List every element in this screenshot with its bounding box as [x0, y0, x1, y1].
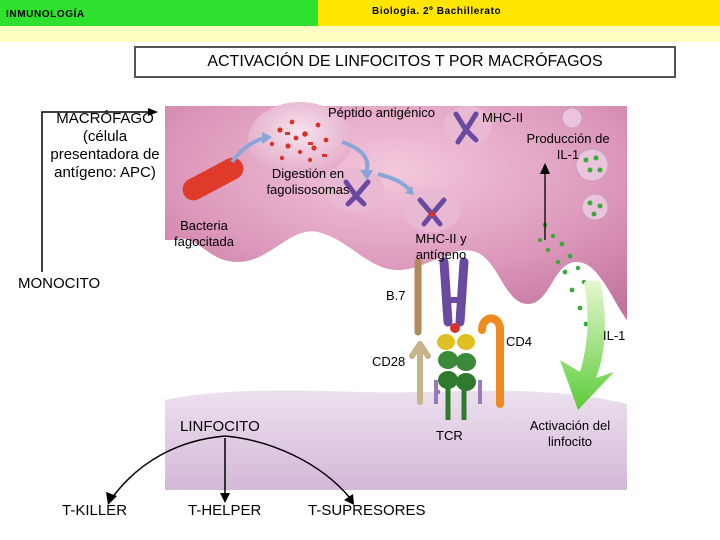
label-tcr: TCR	[436, 428, 463, 443]
il1-arrow	[560, 280, 614, 410]
label-activacion: Activación del linfocito	[529, 418, 611, 449]
label-produccion-il1: Producción de IL-1	[526, 131, 610, 162]
label-cd4: CD4	[506, 334, 533, 349]
cd4-receptor	[478, 314, 504, 408]
label-t-killer: T-KILLER	[62, 502, 128, 519]
branch-arrow-supresores	[224, 435, 351, 499]
arrow-phagocytosis	[230, 136, 265, 164]
label-t-helper: T-HELPER	[188, 502, 262, 519]
label-cd28: CD28	[372, 354, 406, 369]
header-left-band	[0, 0, 318, 26]
mhc2-molecule-top	[453, 111, 479, 145]
label-digestion: Digestión en fagolisosomas	[266, 166, 350, 197]
label-t-supresores: T-SUPRESORES	[308, 502, 426, 519]
label-macrofago: MACRÓFAGO (célula presentadora de antíge…	[50, 110, 160, 181]
header-strip	[0, 26, 720, 42]
il1-vesicle	[581, 193, 609, 221]
mhc2-receptor	[439, 257, 469, 327]
il1-vesicle	[561, 107, 583, 129]
label-monocito: MONOCITO	[18, 275, 101, 292]
label-il1: IL-1	[603, 328, 626, 343]
label-b7: B.7	[386, 288, 406, 303]
header-right-band	[318, 0, 720, 26]
antigen-bound	[450, 323, 460, 333]
tcr-receptor	[437, 334, 476, 420]
arrow-digestion	[341, 140, 370, 173]
il1-vesicle	[575, 148, 609, 182]
cd28-receptor	[409, 341, 431, 405]
label-peptido: Péptido antigénico	[328, 105, 435, 120]
phagolysosome-vesicle	[248, 102, 352, 178]
page-title: ACTIVACIÓN DE LINFOCITOS T POR MACRÓFAGO…	[134, 46, 676, 78]
digestion-vesicle	[328, 168, 384, 212]
arrow-mhc-join	[377, 172, 412, 192]
pointer-macrophage	[41, 111, 150, 118]
label-mhc2: MHC-II	[482, 110, 524, 125]
page-title-text: ACTIVACIÓN DE LINFOCITOS T POR MACRÓFAGO…	[207, 53, 603, 70]
label-linfocito: LINFOCITO	[180, 418, 260, 435]
antigen-peptides	[269, 119, 329, 163]
branch-arrow-killer	[111, 435, 226, 499]
header-subject: INMUNOLOGÍA	[6, 9, 85, 20]
lymphocyte-cell	[165, 390, 627, 490]
bacteria	[182, 157, 244, 201]
header-course: Biología. 2º Bachillerato	[372, 6, 502, 17]
label-mhc-antigeno: MHC-II y antígeno	[415, 231, 467, 262]
label-bacteria: Bacteria fagocitada	[174, 218, 234, 249]
